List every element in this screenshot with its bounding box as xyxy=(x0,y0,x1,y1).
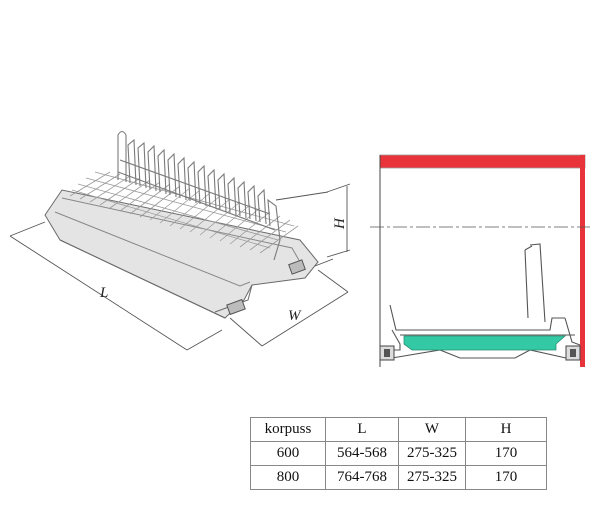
table-header-row: korpuss L W H xyxy=(250,417,547,442)
rack-plate-wires xyxy=(117,130,281,261)
cabinet-section-diagram xyxy=(370,154,590,367)
cabinet-top-panel xyxy=(379,154,586,169)
table-cell: 170 xyxy=(465,465,547,490)
cabinet-side-wall xyxy=(580,155,585,367)
table-header-cell: W xyxy=(398,417,466,442)
table-cell: 800 xyxy=(250,465,326,490)
rack-wire-grid xyxy=(69,171,299,254)
table-header-cell: korpuss xyxy=(250,417,326,442)
table-row: 800 764-768 275-325 170 xyxy=(250,465,547,490)
length-label: L xyxy=(99,285,108,301)
table-cell: 275-325 xyxy=(398,465,466,490)
table-header-cell: L xyxy=(325,417,399,442)
table-cell: 564-568 xyxy=(325,441,399,466)
rack-base-tray xyxy=(44,189,319,319)
spec-table: korpuss L W H 600 564-568 275-325 170 80… xyxy=(250,417,547,490)
table-cell: 764-768 xyxy=(325,465,399,490)
table-header-cell: H xyxy=(465,417,547,442)
table-row: 600 564-568 275-325 170 xyxy=(250,441,547,466)
dimension-lines xyxy=(9,183,351,351)
table-cell: 275-325 xyxy=(398,441,466,466)
width-label: W xyxy=(288,308,302,324)
drip-tray xyxy=(403,335,567,351)
table-cell: 600 xyxy=(250,441,326,466)
dish-rack-3d-drawing xyxy=(44,130,319,319)
height-label: H xyxy=(332,217,348,230)
table-cell: 170 xyxy=(465,441,547,466)
